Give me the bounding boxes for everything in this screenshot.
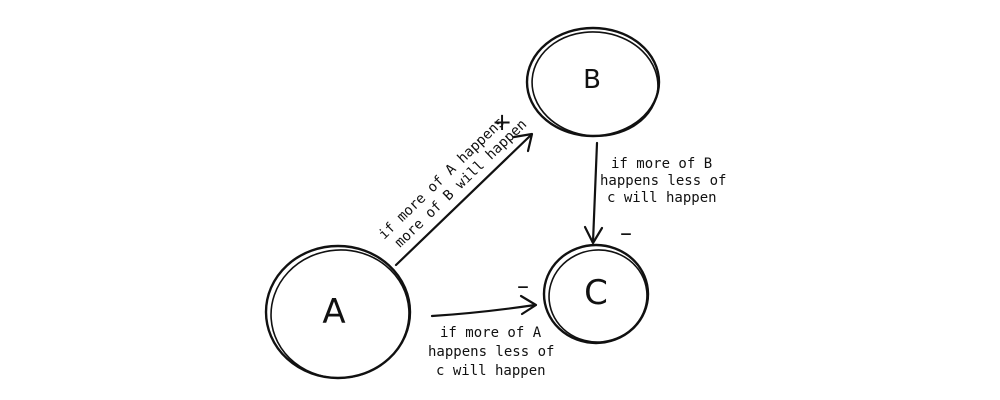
edge-a-to-c-sign: – [517, 272, 529, 300]
node-c-label: C [584, 273, 608, 313]
edge-b-to-c-label-line-3: c will happen [607, 190, 717, 206]
edge-b-to-c-label-line-1: if more of B [611, 156, 712, 172]
edge-a-to-b-label: if more of A happens more of B will happ… [376, 104, 531, 255]
edge-b-to-c-line [591, 141, 599, 244]
node-b: B [525, 26, 661, 138]
edge-b-to-c-label-line-2: happens less of [600, 173, 726, 189]
edge-a-to-c: – if more of A happens less of c will ha… [428, 272, 563, 379]
edge-b-to-c-label: if more of B happens less of c will happ… [600, 156, 735, 206]
node-a-circle-outline [270, 249, 410, 379]
node-a-label: A [322, 292, 345, 332]
node-c: C [542, 243, 650, 345]
edge-a-to-b-sign: + [492, 108, 512, 136]
edge-a-to-c-label: if more of A happens less of c will happ… [428, 325, 563, 379]
node-c-circle-outline [548, 249, 648, 343]
edge-a-to-c-label-line-3: c will happen [436, 363, 546, 379]
edge-b-to-c-arrowhead [583, 225, 604, 245]
edge-a-to-c-arrowhead [519, 294, 538, 316]
edge-a-to-c-label-line-1: if more of A [440, 325, 542, 341]
node-b-circle-outline [531, 31, 659, 137]
edge-a-to-b-arrowhead [512, 132, 534, 153]
node-a: A [264, 244, 412, 380]
edge-a-to-b-line [394, 133, 533, 267]
node-c-circle [542, 243, 650, 345]
edge-b-to-c: – if more of B happens less of c will ha… [583, 141, 735, 247]
edge-a-to-c-line [430, 303, 537, 318]
edge-a-to-b-label-line-2: more of B will happen [392, 116, 530, 250]
node-b-label: B [583, 65, 601, 95]
edge-a-to-b: + if more of A happens more of B will ha… [376, 104, 534, 267]
edge-a-to-c-label-line-2: happens less of [428, 344, 554, 360]
edge-a-to-b-label-line-1: if more of A happens [376, 114, 508, 243]
edge-b-to-c-sign: – [620, 219, 632, 247]
